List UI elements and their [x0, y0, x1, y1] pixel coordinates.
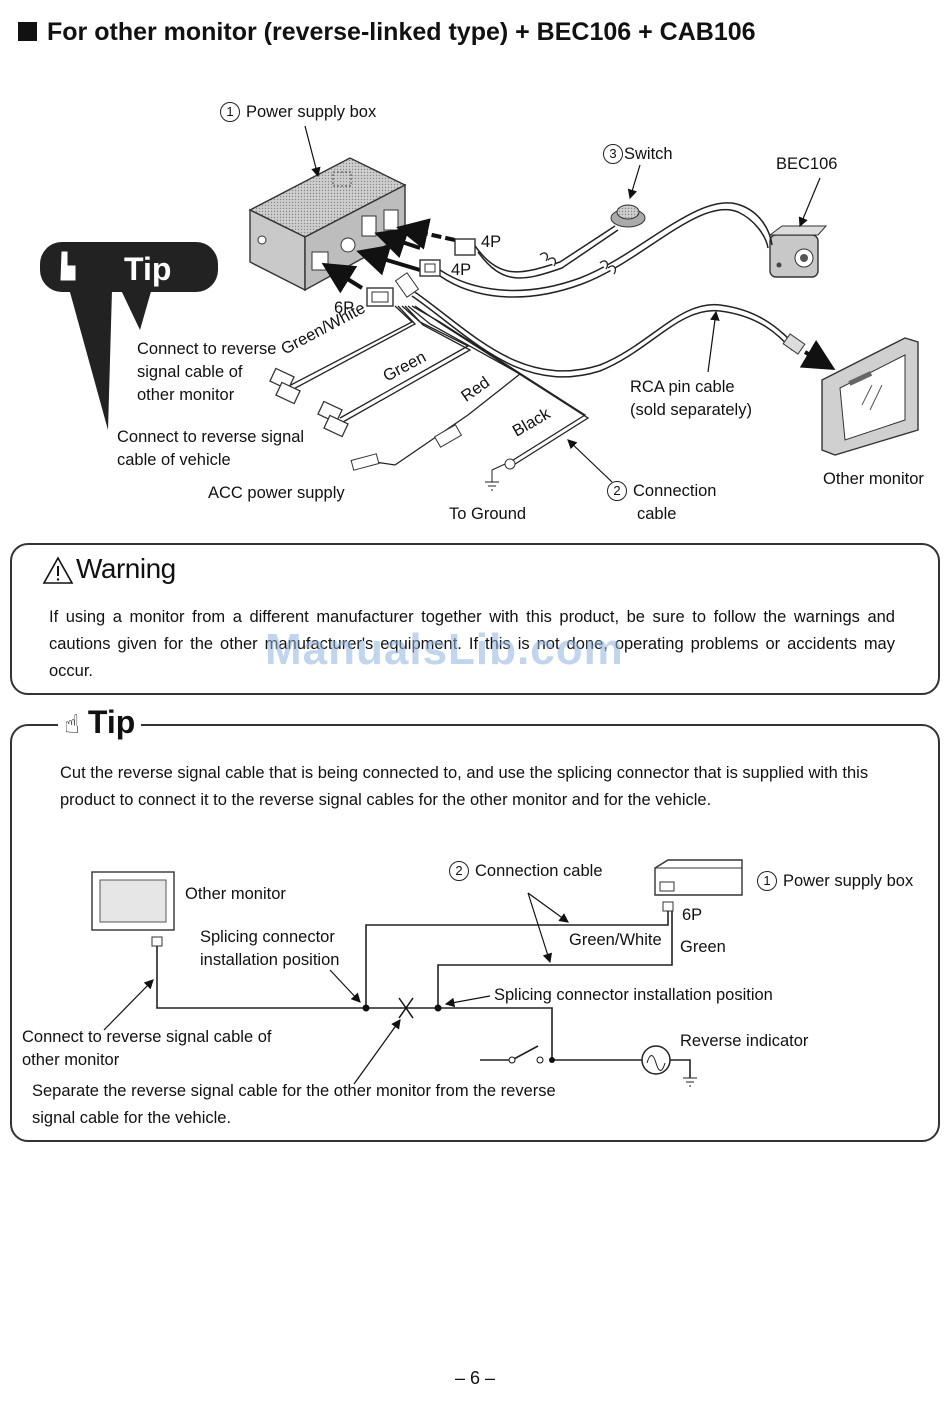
- tip-label-other-monitor: Other monitor: [185, 885, 286, 903]
- page-heading: For other monitor (reverse-linked type) …: [18, 18, 756, 47]
- tip-box: [10, 724, 940, 1142]
- label-4p-switch: 4P: [481, 233, 502, 251]
- tip-label-green-white: Green/White: [569, 931, 662, 949]
- label-to-ground: To Ground: [449, 505, 527, 523]
- switch-illustration: [610, 204, 646, 228]
- pointing-hand-icon: ☝: [64, 709, 80, 739]
- page-number: – 6 –: [454, 1368, 496, 1388]
- plug-arrows: [321, 218, 456, 294]
- warning-text: If using a monitor from a different manu…: [49, 608, 895, 680]
- tip-badge-label: Tip: [124, 251, 172, 287]
- label-acc-power: ACC power supply: [208, 484, 345, 502]
- other-monitor-illustration: [821, 337, 919, 456]
- wiring-diagram: [40, 125, 919, 491]
- warning-icon-layer: [42, 556, 74, 584]
- tip-label-green: Green: [680, 938, 726, 956]
- warning-title: Warning: [76, 553, 176, 584]
- tip-text: Cut the reverse signal cable that is bei…: [60, 764, 869, 809]
- tip-label-separate: Separate the reverse signal cable for th…: [32, 1082, 556, 1127]
- label-bec106: BEC106: [776, 155, 838, 173]
- power-supply-box-illustration: [654, 859, 743, 912]
- heading-square-icon: [18, 22, 37, 41]
- bec106-camera-illustration: [768, 225, 828, 278]
- label-4p-camera: 4P: [451, 261, 472, 279]
- heading-text: For other monitor (reverse-linked type) …: [47, 18, 756, 46]
- watermark: ManualsLib.com: [265, 625, 624, 674]
- pointing-hand-icon: [60, 251, 76, 281]
- label-other-monitor: Other monitor: [823, 470, 924, 488]
- tip-label-splice-right: Splicing connector installation position: [494, 986, 773, 1004]
- warning-triangle-icon: [42, 556, 74, 584]
- tip-label-reverse-indicator: Reverse indicator: [680, 1032, 809, 1050]
- tip-badge: [40, 242, 218, 430]
- other-monitor-illustration: [91, 871, 175, 947]
- warning-box: [10, 543, 940, 695]
- reverse-indicator-lamp-icon: [641, 1045, 671, 1075]
- label-6p: 6P: [334, 299, 355, 317]
- label-rca-cable: RCA pin cable(sold separately): [630, 378, 752, 419]
- tip-title: ☝Tip: [58, 704, 142, 741]
- tip-label-6p: 6P: [682, 906, 703, 924]
